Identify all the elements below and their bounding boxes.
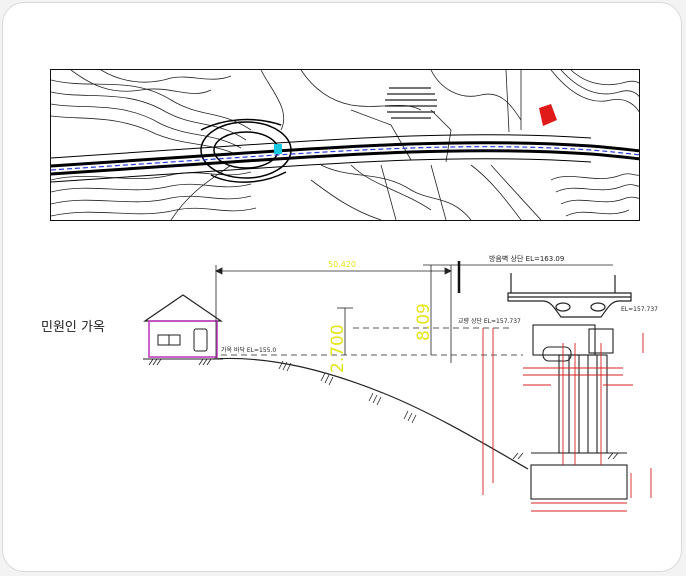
contour-line xyxy=(470,164,522,220)
house-door xyxy=(193,328,208,352)
parcel-line xyxy=(380,164,447,220)
contour-line xyxy=(51,207,257,217)
road-edge xyxy=(51,149,639,176)
deck-height-value: 2.700 xyxy=(328,324,348,373)
bridge-deck xyxy=(507,273,632,318)
contour-line xyxy=(430,70,522,121)
contour-line xyxy=(170,164,232,220)
contour-line xyxy=(560,70,639,98)
house-wall xyxy=(148,320,218,358)
contour-line xyxy=(310,179,382,220)
road-edge xyxy=(51,134,592,159)
bridge-pier xyxy=(530,324,628,500)
road-edge xyxy=(51,141,639,168)
footing-hatch xyxy=(512,452,619,460)
contour-line xyxy=(260,70,285,131)
complainant-building-marker xyxy=(539,104,557,126)
contour-line xyxy=(570,70,639,86)
hatched-field xyxy=(385,87,437,119)
contour-line xyxy=(560,196,639,205)
rebar-dimensions xyxy=(482,328,652,512)
contour-line xyxy=(51,115,237,155)
contour-line xyxy=(51,103,242,149)
house-label: 민원인 가옥 xyxy=(41,320,105,335)
contour-line xyxy=(555,184,639,193)
right-elevation-label: EL=157.737 xyxy=(621,306,658,313)
contour-line xyxy=(100,70,232,83)
contour-line xyxy=(70,70,212,94)
road-edge xyxy=(51,158,592,183)
plan-view-svg xyxy=(51,70,639,220)
contour-line xyxy=(550,173,639,181)
soundwall-top-elevation: 방음벽 상단 EL=163.09 xyxy=(489,254,564,263)
contour-line xyxy=(51,195,252,205)
contour-line xyxy=(550,70,639,113)
cross-section-drawing: 민원인 가옥 가옥 바닥 EL=155.0 50.420 방음벽 상단 EL=1… xyxy=(41,254,658,512)
ground-hatch xyxy=(148,358,212,366)
house-ground-elevation: 가옥 바닥 EL=155.0 xyxy=(221,346,276,354)
terrain-slope xyxy=(212,357,529,470)
slope-hatch xyxy=(278,360,417,424)
contour-line xyxy=(320,164,472,220)
alignment-centerline xyxy=(51,146,639,171)
deck-top-elevation: 교량 상단 EL=157.737 xyxy=(458,317,521,325)
contour-line xyxy=(565,209,630,217)
contour-line xyxy=(51,183,252,193)
contour-line xyxy=(505,70,510,133)
contour-line xyxy=(490,164,542,220)
plan-view-drawing xyxy=(50,69,640,221)
contour-line xyxy=(51,79,252,131)
horizontal-distance-value: 50.420 xyxy=(328,260,356,269)
house xyxy=(143,294,223,366)
house-roof xyxy=(143,294,223,322)
soundwall-height-value: 8.09 xyxy=(414,303,434,341)
bridge-location-marker xyxy=(274,144,282,154)
